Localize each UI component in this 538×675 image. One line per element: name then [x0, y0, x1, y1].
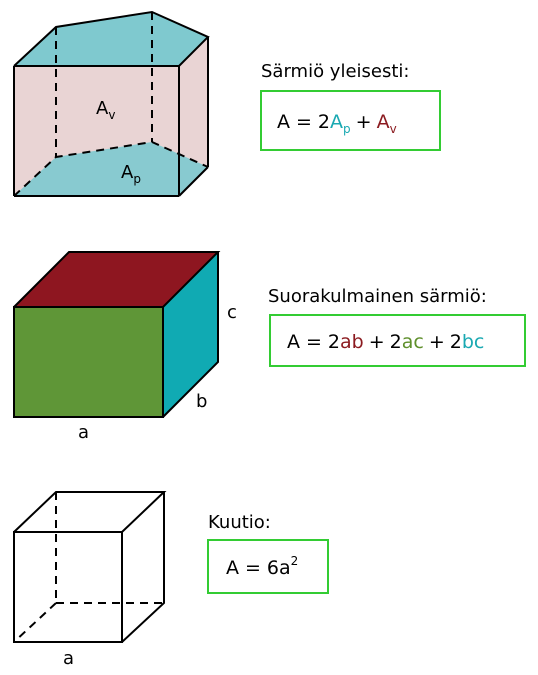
cuboid-label-a: a: [78, 422, 89, 443]
term-lateral-area: A: [377, 111, 390, 133]
cuboid-label-c: c: [227, 302, 237, 323]
cube-visible-edges: [13, 491, 167, 643]
cube-formula: A=6a2: [226, 554, 298, 579]
prism-right-side: [179, 37, 208, 196]
cube-formula-box: [207, 539, 329, 594]
label-lateral-area: Av: [96, 98, 115, 122]
general-prism-figure: Av Ap: [13, 10, 210, 197]
general-prism-heading: Särmiö yleisesti:: [261, 61, 410, 82]
cuboid-heading: Suorakulmainen särmiö:: [268, 286, 487, 307]
prism-hidden-edges: [13, 12, 209, 197]
general-prism-formula-box: [260, 90, 441, 151]
general-prism-formula: A=2Ap+Av: [277, 111, 397, 136]
cuboid-front-face: [14, 307, 163, 417]
cuboid-top-face: [14, 252, 218, 307]
prism-top-base: [14, 12, 208, 66]
label-base-area: Ap: [121, 162, 141, 186]
cube-heading: Kuutio:: [208, 512, 271, 533]
term-base-area: A: [330, 111, 343, 133]
cuboid-figure: a b c: [13, 251, 237, 443]
cuboid-edges: [13, 251, 221, 418]
cube-hidden-edges: [13, 492, 164, 643]
prism-visible-edges: [13, 10, 210, 197]
cube-figure: a: [13, 491, 167, 669]
cuboid-label-b: b: [196, 391, 207, 412]
cube-label-a: a: [63, 648, 74, 669]
cuboid-formula: A=2ab+2ac+2bc: [287, 331, 484, 353]
prism-bottom-base-visible: [14, 142, 208, 196]
cuboid-formula-box: [269, 314, 526, 367]
